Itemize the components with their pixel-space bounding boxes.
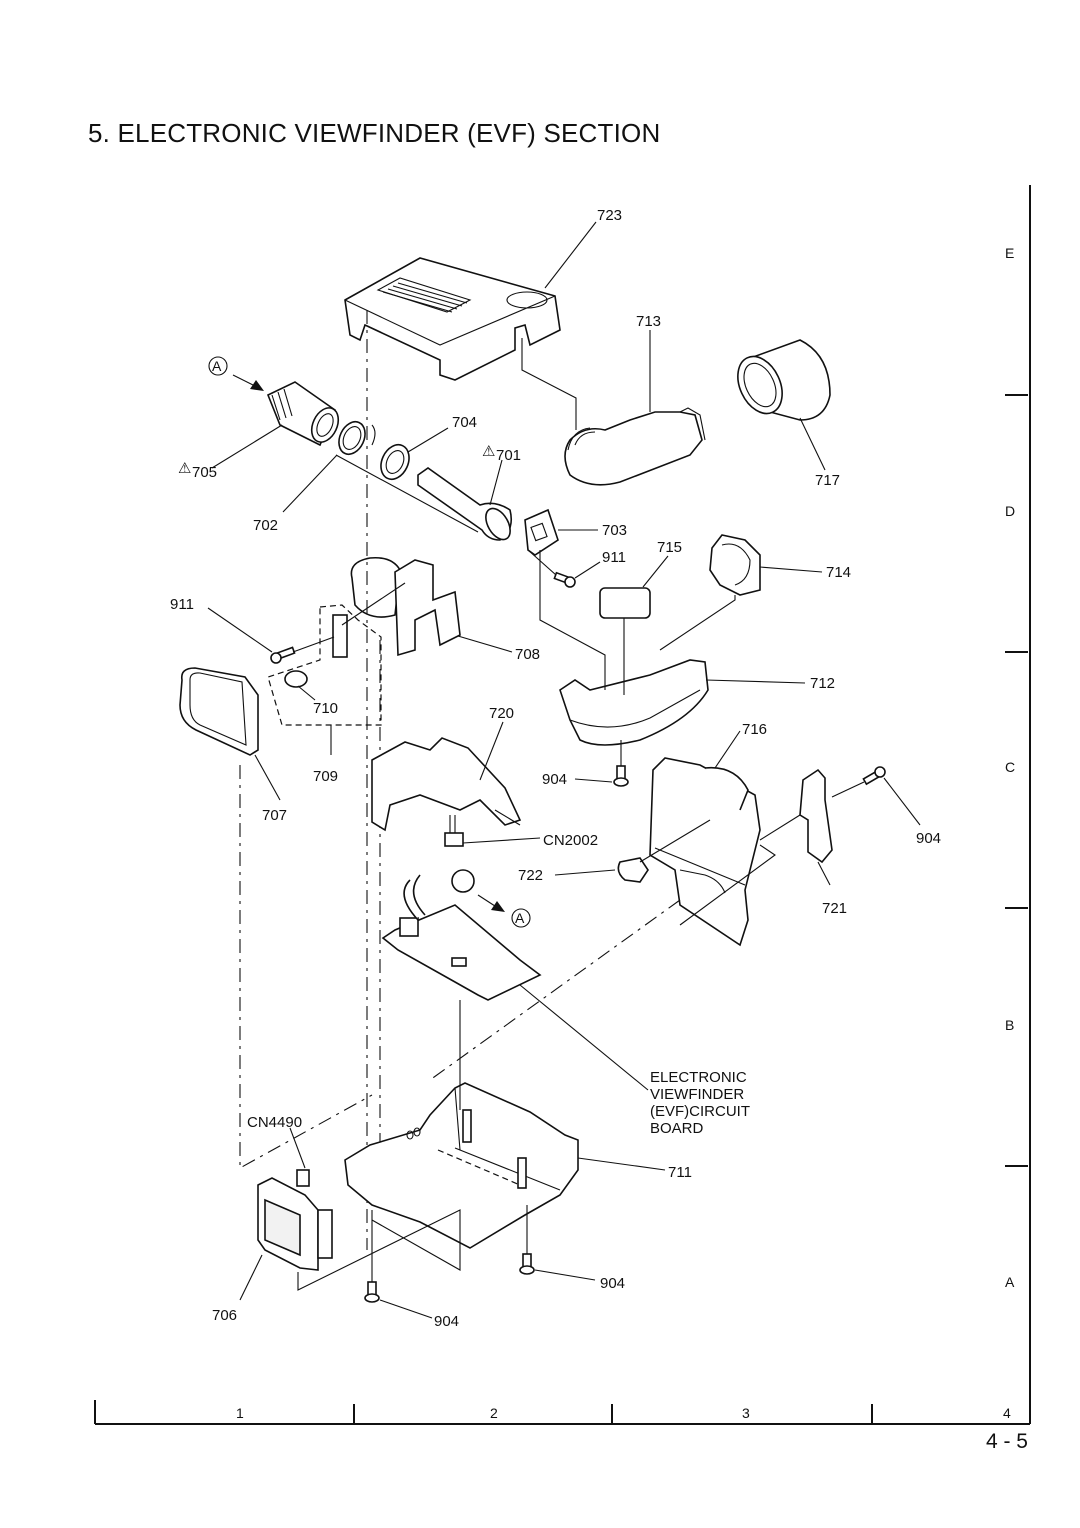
grid-row-label: C [1005, 759, 1015, 775]
part-715-pad [599, 587, 651, 619]
part-number-705: 705 [192, 464, 217, 481]
part-number-911: 911 [602, 549, 626, 566]
part-709-lamp-assembly [267, 604, 382, 726]
svg-text:A: A [212, 358, 222, 374]
grid-column-label: 3 [742, 1405, 750, 1421]
connector-cn4490 [296, 1169, 310, 1187]
warning-icon: ⚠ [482, 443, 495, 460]
part-720-frame [371, 737, 522, 832]
screw-904-bottom-left [364, 1281, 380, 1303]
part-number-701: 701 [496, 447, 521, 464]
grid-row-label: A [1005, 1274, 1015, 1290]
grid-column-label: 2 [490, 1405, 498, 1421]
screw-904-right [862, 766, 886, 786]
part-number-723: 723 [597, 207, 622, 224]
part-number-704: 704 [452, 414, 477, 431]
part-number-706: 706 [212, 1307, 237, 1324]
evf-board-label-line2: VIEWFINDER [650, 1086, 744, 1103]
svg-text:A: A [515, 910, 525, 926]
evf-board-label-line4: BOARD [650, 1120, 704, 1137]
part-number-702: 702 [253, 517, 278, 534]
screw-911-upper [553, 571, 576, 588]
grid-column-label: 4 [1003, 1405, 1011, 1421]
part-723-top-cover [344, 257, 561, 381]
part-number-716: 716 [742, 721, 767, 738]
part-717-eye-cup [737, 339, 831, 421]
part-number-710: 710 [313, 700, 338, 717]
part-702-ring [338, 420, 376, 456]
part-number-904: 904 [542, 771, 567, 788]
connector-label-cn4490: CN4490 [247, 1114, 302, 1131]
part-number-904: 904 [916, 830, 941, 847]
part-705-lens-assembly [266, 381, 340, 447]
section-title: 5. ELECTRONIC VIEWFINDER (EVF) SECTION [88, 118, 661, 148]
page-number: 4 - 5 [985, 1430, 1028, 1453]
reference-marker-a-bottom: A [477, 894, 531, 928]
part-number-904: 904 [600, 1275, 625, 1292]
evf-circuit-board [381, 869, 542, 1001]
part-711-case [344, 1082, 579, 1249]
part-number-720: 720 [489, 705, 514, 722]
grid-column-label: 1 [236, 1405, 244, 1421]
warning-icon: ⚠ [178, 460, 191, 477]
part-number-721: 721 [822, 900, 847, 917]
part-number-904: 904 [434, 1313, 459, 1330]
evf-board-label-line3: (EVF)CIRCUIT [650, 1103, 750, 1120]
part-710-lamp [284, 670, 308, 688]
grid-row-label: E [1005, 245, 1014, 261]
part-number-709: 709 [313, 768, 338, 785]
part-701-crt-tube [417, 467, 513, 541]
part-number-703: 703 [602, 522, 627, 539]
grid-row-label: D [1005, 503, 1015, 519]
part-713-eyepiece-elbow [564, 407, 706, 486]
part-722-knob [617, 857, 649, 883]
part-number-711: 711 [668, 1164, 692, 1181]
reference-marker-a-top: A [208, 356, 264, 391]
part-number-713: 713 [636, 313, 661, 330]
part-706-switch [257, 1177, 333, 1271]
part-number-712: 712 [810, 675, 835, 692]
screw-904-bottom-right [519, 1253, 535, 1275]
part-number-707: 707 [262, 807, 287, 824]
part-708-shield [350, 556, 461, 657]
part-703-bracket [524, 508, 559, 556]
connector-label-cn2002: CN2002 [543, 832, 598, 849]
part-714-holder [709, 534, 761, 596]
part-number-708: 708 [515, 646, 540, 663]
part-number-714: 714 [826, 564, 851, 581]
part-number-717: 717 [815, 472, 840, 489]
page-frame [94, 185, 1031, 1425]
grid-row-label: B [1005, 1017, 1014, 1033]
part-716-lcd-holder [649, 757, 761, 947]
part-number-715: 715 [657, 539, 682, 556]
part-712-lower-holder [559, 659, 709, 746]
part-number-911: 911 [170, 596, 194, 613]
screw-904-mid [613, 765, 629, 787]
connector-cn2002 [444, 815, 464, 847]
screw-911-left [270, 646, 296, 664]
part-721-lever [799, 768, 833, 864]
part-number-722: 722 [518, 867, 543, 884]
part-707-lens-cover [179, 667, 259, 756]
part-704-ring [380, 443, 410, 481]
evf-board-label-line1: ELECTRONIC [650, 1069, 747, 1086]
